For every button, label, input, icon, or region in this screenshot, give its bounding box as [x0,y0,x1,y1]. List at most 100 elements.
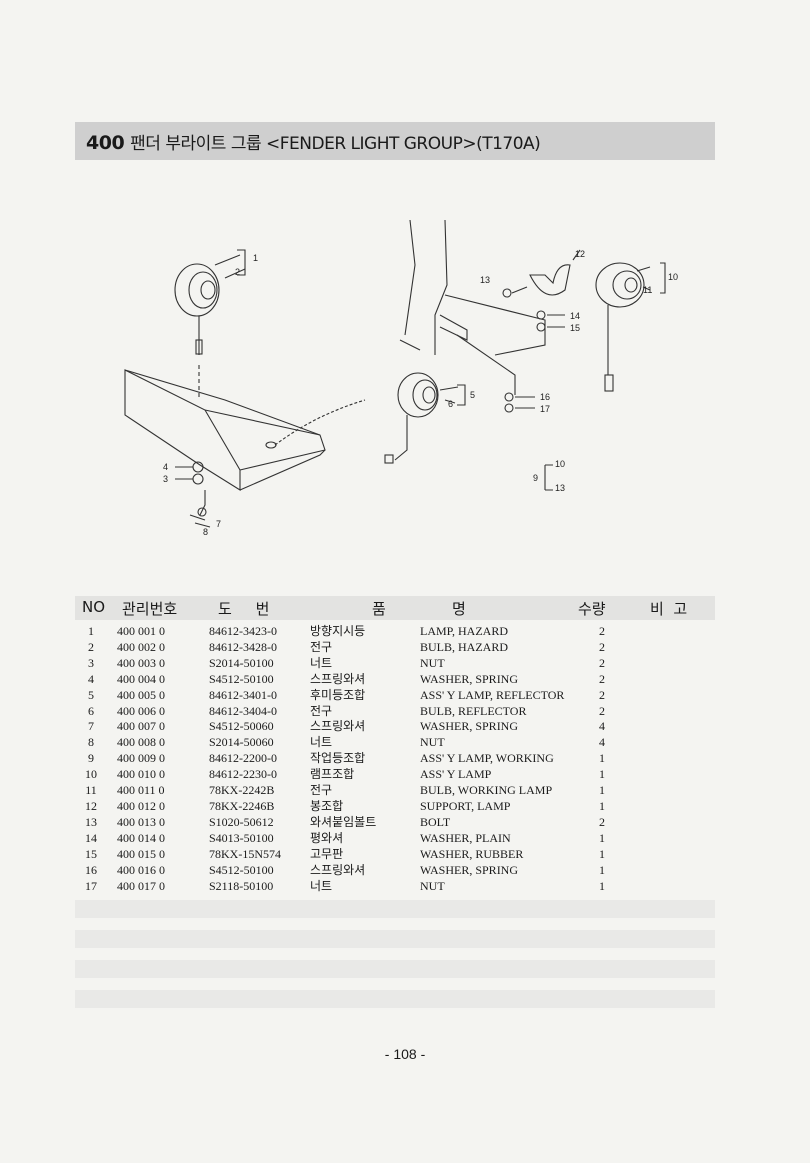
callout-2: 2 [235,267,240,277]
row-no: 15 [85,846,97,861]
row-no: 13 [85,814,97,829]
row-remarks [614,863,715,879]
row-qty: 2 [599,671,605,686]
row-drawing-number: 78KX-15N574 [209,846,281,861]
blank-row-band [75,930,715,948]
callout-7: 7 [216,519,221,529]
rubber-washer-15 [536,322,546,332]
row-name-korean: 너트 [310,735,333,750]
header-name-2: 명 [452,600,466,618]
row-no: 10 [85,767,97,782]
row-mgmt-number: 400 012 0 [117,798,165,813]
header-no: NO [82,598,106,616]
row-drawing-number: 84612-3428-0 [209,639,277,654]
row-name-korean: 스프링와셔 [310,671,366,686]
row-mgmt-number: 400 007 0 [117,719,165,734]
callout-13: 13 [480,275,490,285]
row-qty: 1 [599,846,605,861]
header-remarks: 비 고 [650,600,688,618]
row-name-english: NUT [420,878,445,893]
row-remarks [614,847,715,863]
row-name-english: WASHER, SPRING [420,719,519,734]
row-drawing-number: S4512-50100 [209,671,274,686]
row-remarks [614,799,715,815]
row-name-korean: 너트 [310,878,333,893]
callout-12: 12 [575,249,585,259]
row-mgmt-number: 400 014 0 [117,830,165,845]
callout-17: 17 [540,404,550,414]
row-remarks [614,831,715,847]
row-no: 17 [85,878,97,893]
callout-1: 1 [253,253,258,263]
row-name-english: WASHER, SPRING [420,862,519,877]
row-name-english: BOLT [420,814,451,829]
row-drawing-number: 84612-3423-0 [209,624,277,638]
row-name-english: SUPPORT, LAMP [420,798,511,813]
blank-row-band [75,990,715,1008]
row-no: 7 [88,719,94,734]
callout-4: 4 [163,462,168,472]
row-mgmt-number: 400 015 0 [117,846,165,861]
header-name-1: 품 [372,600,386,618]
row-no: 3 [88,655,94,670]
row-remarks [614,688,715,704]
row-drawing-number: 84612-3404-0 [209,703,277,718]
row-remarks [614,879,715,895]
row-drawing-number: 78KX-2242B [209,783,275,798]
callout-9: 9 [533,473,538,483]
row-remarks [614,704,715,720]
row-qty: 4 [599,735,605,750]
row-mgmt-number: 400 009 0 [117,751,165,766]
row-qty: 1 [599,783,605,798]
row-no: 2 [88,639,94,654]
fender-end [124,369,241,491]
row-name-korean: 너트 [310,655,333,670]
row-no: 8 [88,735,94,750]
row-remarks [614,656,715,672]
page-number: - 108 - [384,1046,426,1062]
header-mgmt-number: 관리번호 [122,600,178,618]
row-qty: 4 [599,719,605,734]
row-remarks [614,672,715,688]
row-no: 1 [88,624,94,638]
row-name-korean: 전구 [310,703,333,718]
row-mgmt-number: 400 010 0 [117,767,165,782]
row-remarks [614,624,715,640]
row-name-english: WASHER, RUBBER [420,846,524,861]
nut-17 [504,403,514,413]
row-no: 5 [88,687,94,702]
row-name-english: NUT [420,655,445,670]
exploded-parts-diagram: 1 2 3 4 5 6 7 8 9 10 11 12 13 14 15 16 1… [124,219,678,537]
row-qty: 1 [599,767,605,782]
row-mgmt-number: 400 005 0 [117,687,165,702]
callout-3: 3 [163,474,168,484]
row-no: 6 [88,703,94,718]
row-drawing-number: S2014-50060 [209,735,274,750]
row-remarks [614,719,715,735]
row-name-english: ASS' Y LAMP, REFLECTOR [420,687,565,702]
row-name-english: WASHER, PLAIN [420,830,511,845]
row-name-korean: 스프링와셔 [310,862,366,877]
row-qty: 1 [599,751,605,766]
callout-8: 8 [203,527,208,537]
callout-14: 14 [570,311,580,321]
row-mgmt-number: 400 013 0 [117,814,165,829]
row-name-korean: 봉조합 [310,798,344,813]
row-no: 12 [85,798,97,813]
row-drawing-number: S4013-50100 [209,830,274,845]
row-remarks [614,783,715,799]
blank-row-band [75,900,715,918]
row-qty: 1 [599,830,605,845]
row-drawing-number: 78KX-2246B [209,798,275,813]
